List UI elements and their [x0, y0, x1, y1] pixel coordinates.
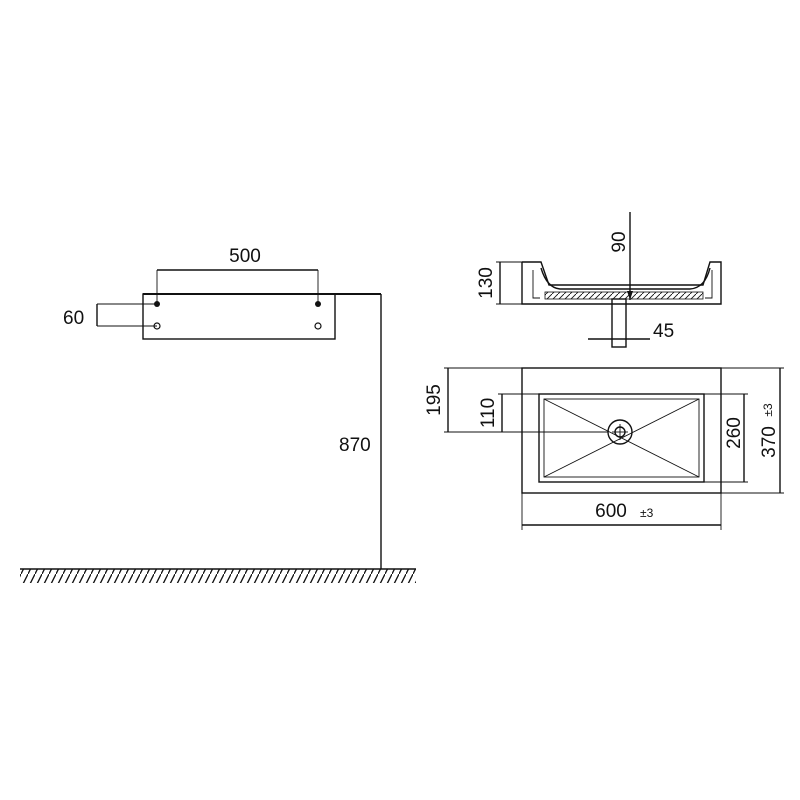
drain-pipe	[611, 298, 627, 348]
dimension-370-label: 370	[759, 426, 780, 458]
dimension-195-label: 195	[424, 384, 445, 416]
basin-plan-view: 195 110 260 370 ±3 600	[424, 367, 784, 530]
dimension-600: 600 ±3	[521, 493, 722, 530]
dimension-110: 110	[478, 393, 539, 432]
dimension-260-label: 260	[724, 417, 745, 449]
dimension-870-label: 870	[339, 435, 371, 456]
floor-hatch	[20, 569, 416, 583]
basin-section-view: 90 130 45	[476, 212, 722, 348]
dimension-600-tolerance: ±3	[640, 506, 654, 520]
section-bowl	[540, 267, 711, 290]
dimension-600-label: 600	[595, 501, 627, 522]
dimension-60: 60	[63, 303, 157, 329]
basin-side-profile	[142, 293, 336, 340]
plan-basin-outer	[538, 393, 705, 483]
dimension-90-label: 90	[609, 231, 630, 252]
dimension-370: 370 ±3	[721, 367, 784, 494]
dimension-260: 260	[704, 393, 748, 483]
dimension-195: 195	[424, 367, 608, 433]
dimension-110-label: 110	[478, 398, 499, 428]
dimension-130-label: 130	[476, 267, 497, 299]
dimension-60-label: 60	[63, 308, 84, 329]
dimension-370-tolerance: ±3	[761, 403, 775, 417]
dimension-500: 500	[156, 246, 319, 304]
dimension-90: 90	[609, 212, 633, 300]
dimension-130: 130	[476, 261, 522, 305]
dimension-45: 45	[588, 321, 674, 342]
plan-basin-inner	[543, 398, 700, 478]
mount-hole-lower-right	[314, 322, 322, 330]
wall-mount-view: 500 60 870	[20, 246, 416, 583]
section-floor-hatch	[544, 291, 704, 300]
plan-outline	[521, 367, 722, 494]
dimension-500-label: 500	[229, 246, 261, 267]
dimension-45-label: 45	[653, 321, 674, 342]
section-outline	[521, 261, 722, 305]
